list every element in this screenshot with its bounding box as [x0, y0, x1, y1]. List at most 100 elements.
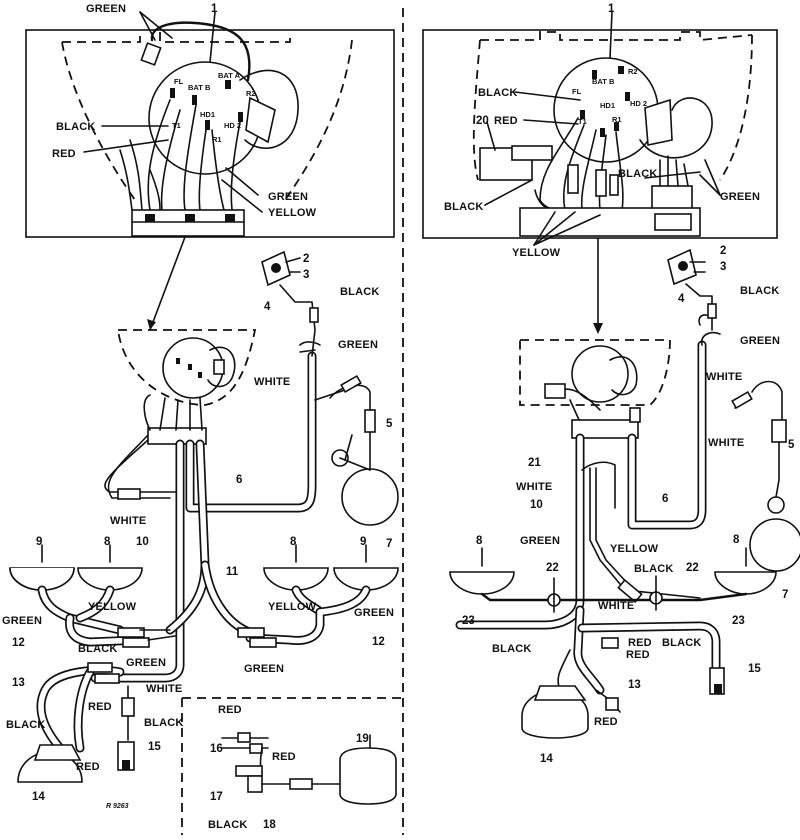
term-hd2-right: HD 2 — [630, 99, 647, 108]
callout-8-left-b: 8 — [290, 536, 297, 548]
label-green-switch-right: GREEN — [720, 191, 760, 203]
connector-17 — [235, 765, 263, 777]
right-small-switch — [571, 345, 629, 403]
callout-22-right-a: 22 — [546, 562, 559, 574]
callout-1-right: 1 — [608, 3, 615, 15]
callout-13-left: 13 — [12, 677, 25, 689]
right-light-switch — [553, 57, 659, 163]
callout-2-right: 2 — [720, 245, 726, 257]
label-green-harness-right: GREEN — [244, 663, 284, 675]
term-r1-left: R1 — [212, 135, 222, 144]
callout-9-left-a: 9 — [36, 536, 42, 548]
left-connector-top — [140, 42, 162, 66]
label-green-lamp-right: GREEN — [354, 607, 394, 619]
label-green-switch-left: GREEN — [268, 191, 308, 203]
callout-23-right-a: 23 — [462, 615, 475, 627]
callout-5-left: 5 — [386, 418, 393, 430]
term-hd2-left: HD 2 — [224, 121, 241, 130]
label-black-plug-left: BLACK — [144, 717, 184, 729]
callout-10-left: 10 — [136, 536, 149, 548]
callout-11-left: 11 — [226, 566, 239, 578]
term-r1-right: R1 — [612, 115, 622, 124]
label-red-inset-top: RED — [218, 704, 242, 716]
lamp-7-right — [749, 518, 800, 572]
label-black-sensor-right: BLACK — [740, 285, 780, 297]
callout-5-right: 5 — [788, 439, 795, 451]
callout-15-left: 15 — [148, 741, 161, 753]
callout-14-left: 14 — [32, 791, 45, 803]
label-green-harness-right: GREEN — [520, 535, 560, 547]
lamp-8-right-a — [449, 571, 515, 595]
label-yellow-switch-left: YELLOW — [268, 207, 317, 219]
label-red-lamp14-left: RED — [76, 761, 100, 773]
callout-17: 17 — [210, 791, 223, 803]
label-black-sensor-left: BLACK — [340, 286, 380, 298]
left-inset-connector — [131, 209, 245, 237]
callout-16: 16 — [210, 743, 223, 755]
callout-12-left-b: 12 — [372, 636, 385, 648]
term-fl-right: FL — [572, 87, 582, 96]
label-black-switch-right: BLACK — [478, 87, 518, 99]
callout-9-left-b: 9 — [360, 536, 366, 548]
callout-1-left: 1 — [211, 3, 218, 15]
label-green-lamp-left: GREEN — [2, 615, 42, 627]
right-harness-block — [571, 419, 639, 439]
right-labels: 1 BLACK 20 RED BLACK BLACK GREEN YELLOW … — [444, 3, 795, 765]
callout-8-right-b: 8 — [733, 534, 740, 546]
right-panel — [422, 11, 800, 739]
label-black-13-right: BLACK — [492, 643, 532, 655]
label-red-switch-right: RED — [494, 115, 518, 127]
label-white-lamp-right: WHITE — [598, 600, 634, 612]
lamp-7-left — [341, 468, 399, 526]
callout-8-left-a: 8 — [104, 536, 111, 548]
callout-4-left: 4 — [264, 301, 271, 313]
left-panel — [9, 11, 403, 835]
lamp-19 — [339, 747, 397, 805]
callout-4-right: 4 — [678, 293, 685, 305]
term-bat-a-left: BAT A — [218, 71, 241, 80]
label-white-loop-left: WHITE — [110, 515, 146, 527]
label-white-mid-right: WHITE — [708, 437, 744, 449]
callout-6-right: 6 — [662, 493, 668, 505]
callout-2-left: 2 — [303, 253, 309, 265]
label-red-harness-left: RED — [88, 701, 112, 713]
term-fl-left: FL — [174, 77, 184, 86]
term-hd1-right: HD1 — [600, 101, 615, 110]
label-red-13-right: RED — [626, 649, 650, 661]
label-yellow-harness-right: YELLOW — [610, 543, 659, 555]
label-yellow-lamp-left: YELLOW — [88, 601, 137, 613]
callout-15-right: 15 — [748, 663, 761, 675]
label-green-sensor-left: GREEN — [338, 339, 378, 351]
callout-10-right: 10 — [530, 499, 543, 511]
lamp-8-right-b — [714, 571, 777, 595]
reference-number: R 9263 — [106, 803, 129, 810]
term-bat-b-right: BAT B — [592, 77, 615, 86]
callout-20: 20 — [476, 115, 489, 127]
label-green-sensor-right: GREEN — [740, 335, 780, 347]
callout-19: 19 — [356, 733, 369, 745]
callout-23-right-b: 23 — [732, 615, 745, 627]
term-r2-right: R2 — [628, 67, 638, 76]
term-hd1-left: HD1 — [200, 110, 215, 119]
callout-6-left: 6 — [236, 474, 242, 486]
label-red-switch-left: RED — [52, 148, 76, 160]
label-green-top-left: GREEN — [86, 3, 126, 15]
label-white-harness-right: WHITE — [516, 481, 552, 493]
label-white-top-right: WHITE — [706, 371, 742, 383]
callout-21: 21 — [528, 457, 541, 469]
label-red-lamp14-right: RED — [594, 716, 618, 728]
label-red-black-right: RED — [628, 637, 652, 649]
label-red-inset-bottom: RED — [272, 751, 296, 763]
label-black-harness-left: BLACK — [78, 643, 118, 655]
callout-18: 18 — [263, 819, 276, 831]
label-black-switch-left: BLACK — [56, 121, 96, 133]
label-yellow-lamp-right: YELLOW — [268, 601, 317, 613]
callout-22-right-b: 22 — [686, 562, 699, 574]
label-black-inset: BLACK — [208, 819, 248, 831]
term-r2-left: R2 — [246, 89, 256, 98]
label-white-light-left: WHITE — [254, 376, 290, 388]
callout-3-left: 3 — [303, 269, 309, 281]
callout-13-right: 13 — [628, 679, 641, 691]
